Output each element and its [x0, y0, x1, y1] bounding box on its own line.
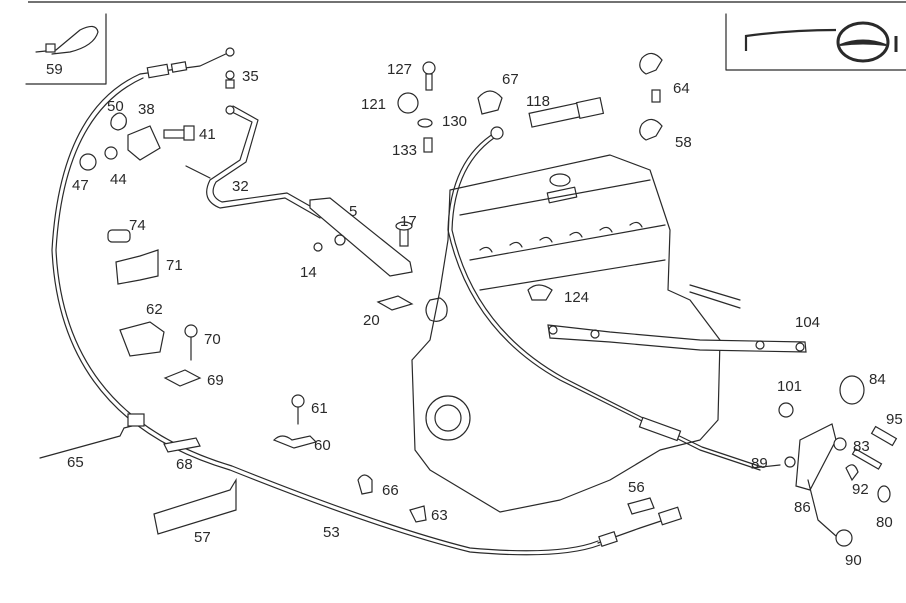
- part-label-63[interactable]: 63: [431, 507, 448, 524]
- part-label-127[interactable]: 127: [387, 61, 413, 78]
- part-label-84[interactable]: 84: [869, 371, 886, 388]
- part-label-101[interactable]: 101: [777, 378, 803, 395]
- part-label-86[interactable]: 86: [794, 499, 811, 516]
- part-label-50[interactable]: 50: [107, 98, 124, 115]
- part-label-124[interactable]: 124: [564, 289, 590, 306]
- part-label-130[interactable]: 130: [442, 113, 468, 130]
- part-label-14[interactable]: 14: [300, 264, 317, 281]
- part-label-62[interactable]: 62: [146, 301, 163, 318]
- part-label-44[interactable]: 44: [110, 171, 127, 188]
- cable-tie-inset: [25, 13, 107, 85]
- part-label-58[interactable]: 58: [675, 134, 692, 151]
- part-label-47[interactable]: 47: [72, 177, 89, 194]
- part-label-41[interactable]: 41: [199, 126, 216, 143]
- part-label-67[interactable]: 67: [502, 71, 519, 88]
- link-rod-104: [547, 324, 807, 353]
- engine-block: [411, 154, 741, 513]
- part-label-121[interactable]: 121: [361, 96, 387, 113]
- part-label-66[interactable]: 66: [382, 482, 399, 499]
- part-label-53[interactable]: 53: [323, 524, 340, 541]
- part-label-89[interactable]: 89: [751, 455, 768, 472]
- part-label-95[interactable]: 95: [886, 411, 903, 428]
- part-label-74[interactable]: 74: [129, 217, 146, 234]
- part-label-20[interactable]: 20: [363, 312, 380, 329]
- part-label-92[interactable]: 92: [852, 481, 869, 498]
- part-label-60[interactable]: 60: [314, 437, 331, 454]
- part-label-64[interactable]: 64: [673, 80, 690, 97]
- part-label-104[interactable]: 104: [795, 314, 821, 331]
- part-label-56[interactable]: 56: [628, 479, 645, 496]
- part-label-38[interactable]: 38: [138, 101, 155, 118]
- part-label-133[interactable]: 133: [392, 142, 418, 159]
- steering-wheel-orientation-icon: [725, 13, 906, 71]
- throttle-cable-53: [51, 47, 683, 556]
- pedal-lever-32: [185, 105, 413, 277]
- part-label-90[interactable]: 90: [845, 552, 862, 569]
- part-label-80[interactable]: 80: [876, 514, 893, 531]
- part-label-5[interactable]: 5: [349, 203, 358, 220]
- part-label-71[interactable]: 71: [166, 257, 183, 274]
- part-label-32[interactable]: 32: [232, 178, 249, 195]
- control-cable-118: [447, 96, 763, 471]
- part-label-57[interactable]: 57: [194, 529, 211, 546]
- part-label-59[interactable]: 59: [46, 61, 63, 78]
- part-label-17[interactable]: 17: [400, 213, 417, 230]
- part-label-61[interactable]: 61: [311, 400, 328, 417]
- small-parts: [39, 52, 898, 547]
- part-label-69[interactable]: 69: [207, 372, 224, 389]
- part-label-68[interactable]: 68: [176, 456, 193, 473]
- part-label-83[interactable]: 83: [853, 438, 870, 455]
- part-label-35[interactable]: 35: [242, 68, 259, 85]
- part-label-70[interactable]: 70: [204, 331, 221, 348]
- part-label-65[interactable]: 65: [67, 454, 84, 471]
- part-label-118[interactable]: 118: [526, 93, 550, 110]
